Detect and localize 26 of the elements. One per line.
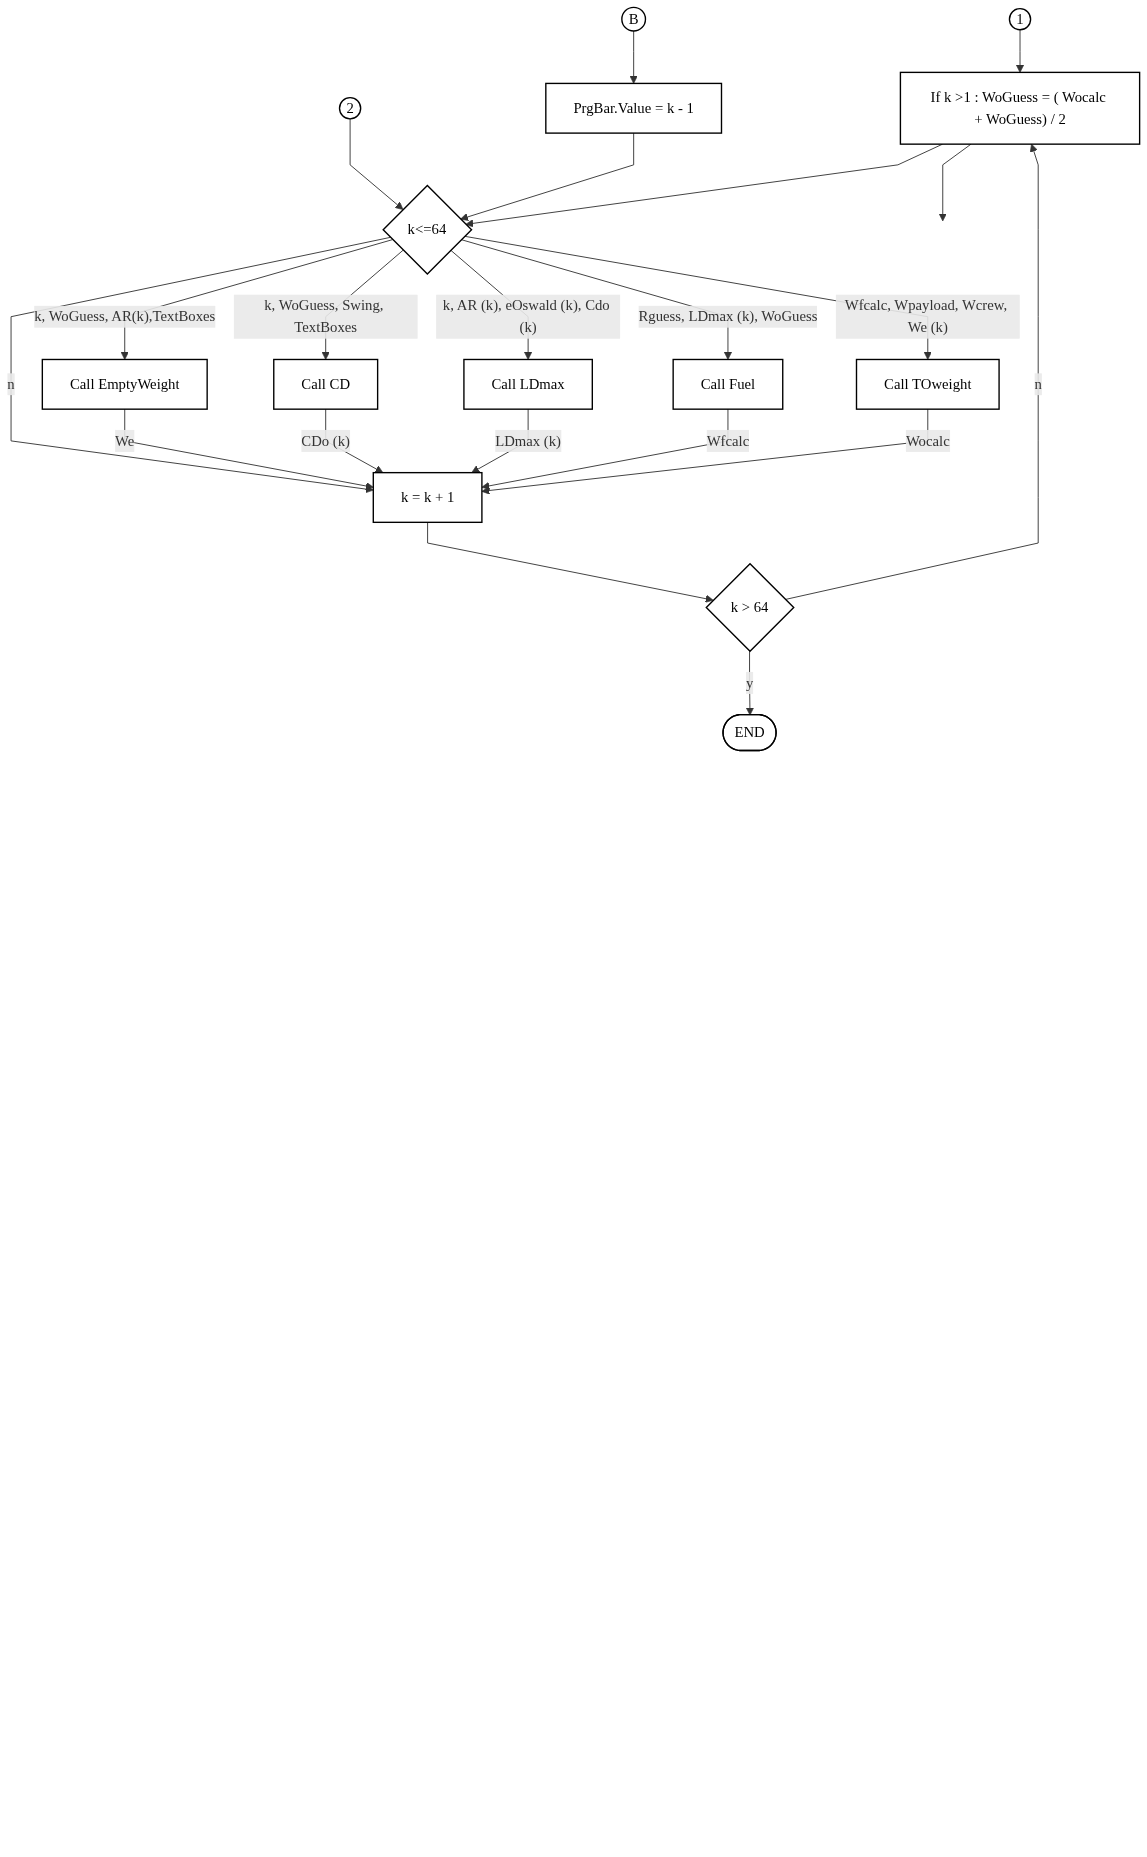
- edge-label: Wfcalc: [706, 432, 750, 449]
- node-box: k = k + 1: [372, 471, 483, 524]
- edge-label: n: [7, 376, 15, 392]
- node-box: Call CD: [273, 358, 379, 410]
- edge-label: LDmax (k): [495, 432, 562, 449]
- node-circle: 2: [338, 97, 362, 120]
- node-box: Call LDmax: [463, 358, 593, 410]
- edge-label: k, WoGuess, AR(k),TextBoxes: [34, 308, 216, 325]
- node-circle: 1: [1008, 7, 1032, 31]
- edge-label: CDo (k): [301, 432, 351, 449]
- edge-label: n: [1034, 376, 1042, 392]
- edge-label: Wocalc: [905, 432, 950, 449]
- edge-label: k, WoGuess, Swing, TextBoxes: [264, 297, 384, 336]
- node-box: Call Fuel: [672, 358, 784, 410]
- edge-label: Wfcalc, Wpayload, Wcrew, We (k): [844, 297, 1008, 336]
- node-box: PrgBar.Value = k - 1: [545, 82, 723, 134]
- edge-label: We: [115, 432, 135, 449]
- node-diamond: k<=64: [382, 184, 473, 275]
- node-box: If k >1 : WoGuess = ( Wocalc + WoGuess) / 2: [899, 71, 1141, 145]
- node-circle: B: [621, 6, 647, 32]
- node-diamond: k > 64: [705, 562, 795, 653]
- node-box: Call EmptyWeight: [41, 358, 208, 410]
- edge-label: Rguess, LDmax (k), WoGuess: [638, 308, 818, 325]
- edge-label: y: [745, 674, 754, 691]
- edge-label: k, AR (k), eOswald (k), Cdo (k): [442, 297, 610, 336]
- node-box: Call TOweight: [855, 358, 1000, 410]
